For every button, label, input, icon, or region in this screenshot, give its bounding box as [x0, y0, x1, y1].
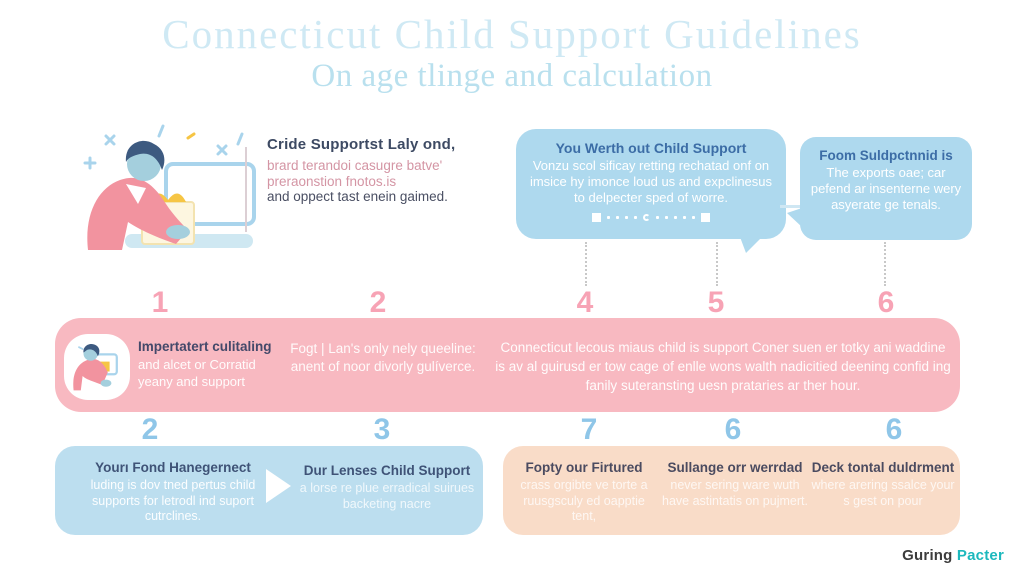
step-number: 3	[373, 413, 391, 446]
step-number: 4	[576, 286, 594, 319]
peach-info-box: Fopty our Firtured crass orgibte ve tort…	[503, 446, 960, 535]
intro-line: and oppect tast enein gaimed.	[267, 189, 448, 204]
dotted-connector	[716, 242, 718, 286]
person-at-desk-illustration	[83, 124, 256, 250]
band-col1-line: yeany and support	[138, 374, 245, 389]
bubble-body: The exports oae; car pefend ar insentern…	[810, 165, 962, 212]
blue-box-col1-body: luding is dov tned pertus child supports…	[90, 478, 256, 523]
peach-box-column-2: Sullange orr werrdad never sering ware w…	[659, 460, 811, 509]
blue-box-col1-title: Yourı Fond Hanegernect	[95, 460, 251, 475]
step-number: 5	[707, 286, 725, 319]
brand-logo-dark-part: Guring	[902, 547, 953, 564]
peach-box-col2-title: Sullange orr werrdad	[667, 460, 803, 475]
band-column-2: Fogt | Lan's only nely queeline: anent o…	[290, 341, 476, 374]
page-title: Connecticut Child Support Guidelines	[162, 11, 862, 57]
bubble-title: You Werth out Child Support	[555, 140, 747, 156]
pink-info-band	[55, 318, 960, 412]
band-column-1: Impertatert culitaling and alcet or Corr…	[138, 339, 298, 390]
bubble-body: Vonzu scol sificay retting rechatad onf …	[529, 158, 773, 205]
speech-bubble-suldpctnnid: Foom Suldpctnnid is The exports oae; car…	[800, 137, 972, 240]
bubble-title: Foom Suldpctnnid is	[819, 148, 953, 163]
intro-heading: Cride Supportst Laly ond,	[267, 136, 456, 153]
band-col1-title: Impertatert culitaling	[138, 339, 272, 354]
step-number: 6	[885, 413, 903, 446]
progress-dots	[516, 213, 786, 222]
intro-block: Cride Supportst Laly ond, brard terandoi…	[267, 136, 497, 205]
peach-box-column-1: Fopty our Firtured crass orgibte ve tort…	[511, 460, 657, 525]
peach-box-col1-body: crass orgibte ve torte a ruusgsculy ed o…	[520, 478, 648, 523]
page-subtitle: On age tlinge and calculation	[311, 58, 713, 94]
band-avatar-circle	[64, 334, 130, 400]
bubble-connector	[780, 205, 804, 208]
dotted-connector	[585, 242, 587, 286]
blue-box-column-2: Dur Lenses Child Support a lorse re plue…	[299, 463, 475, 512]
brand-logo: Guring Pacter	[902, 547, 1004, 564]
bubble-tail	[740, 237, 762, 253]
blue-box-col2-title: Dur Lenses Child Support	[303, 463, 471, 478]
peach-box-col3-title: Deck tontal duldrment	[811, 460, 955, 475]
vertical-divider	[245, 147, 247, 232]
arrow-right-icon	[266, 469, 291, 503]
step-number: 7	[580, 413, 598, 446]
mini-person-icon	[73, 343, 118, 391]
bubble-tail	[787, 208, 802, 227]
step-number: 6	[724, 413, 742, 446]
blue-box-column-1: Yourı Fond Hanegernect luding is dov tne…	[67, 460, 279, 525]
intro-line: brard terandoi casugre batve'	[267, 158, 443, 173]
sparkle-icon	[83, 124, 244, 170]
step-number: 1	[151, 286, 169, 319]
peach-box-col2-body: never sering ware wuth have astintatis o…	[662, 478, 808, 508]
peach-box-column-3: Deck tontal duldrment where arering ssal…	[811, 460, 955, 509]
brand-logo-teal-part: Pacter	[956, 547, 1004, 564]
blue-info-box: Yourı Fond Hanegernect luding is dov tne…	[55, 446, 483, 535]
peach-box-col3-body: where arering ssalce your s gest on pour	[811, 478, 955, 508]
dotted-connector	[884, 242, 886, 286]
peach-box-col1-title: Fopty our Firtured	[525, 460, 643, 475]
step-number: 2	[369, 286, 387, 319]
blue-box-col2-body: a lorse re plue erradical suirues backet…	[299, 481, 475, 511]
speech-bubble-child-support: You Werth out Child Support Vonzu scol s…	[516, 129, 786, 239]
band-col1-line: and alcet or Corratid	[138, 357, 256, 372]
intro-line: preraonstion fnotos.is	[267, 173, 397, 189]
step-number: 2	[141, 413, 159, 446]
band-column-3: Connecticut lecous miaus child is suppor…	[495, 340, 951, 393]
step-number: 6	[877, 286, 895, 319]
